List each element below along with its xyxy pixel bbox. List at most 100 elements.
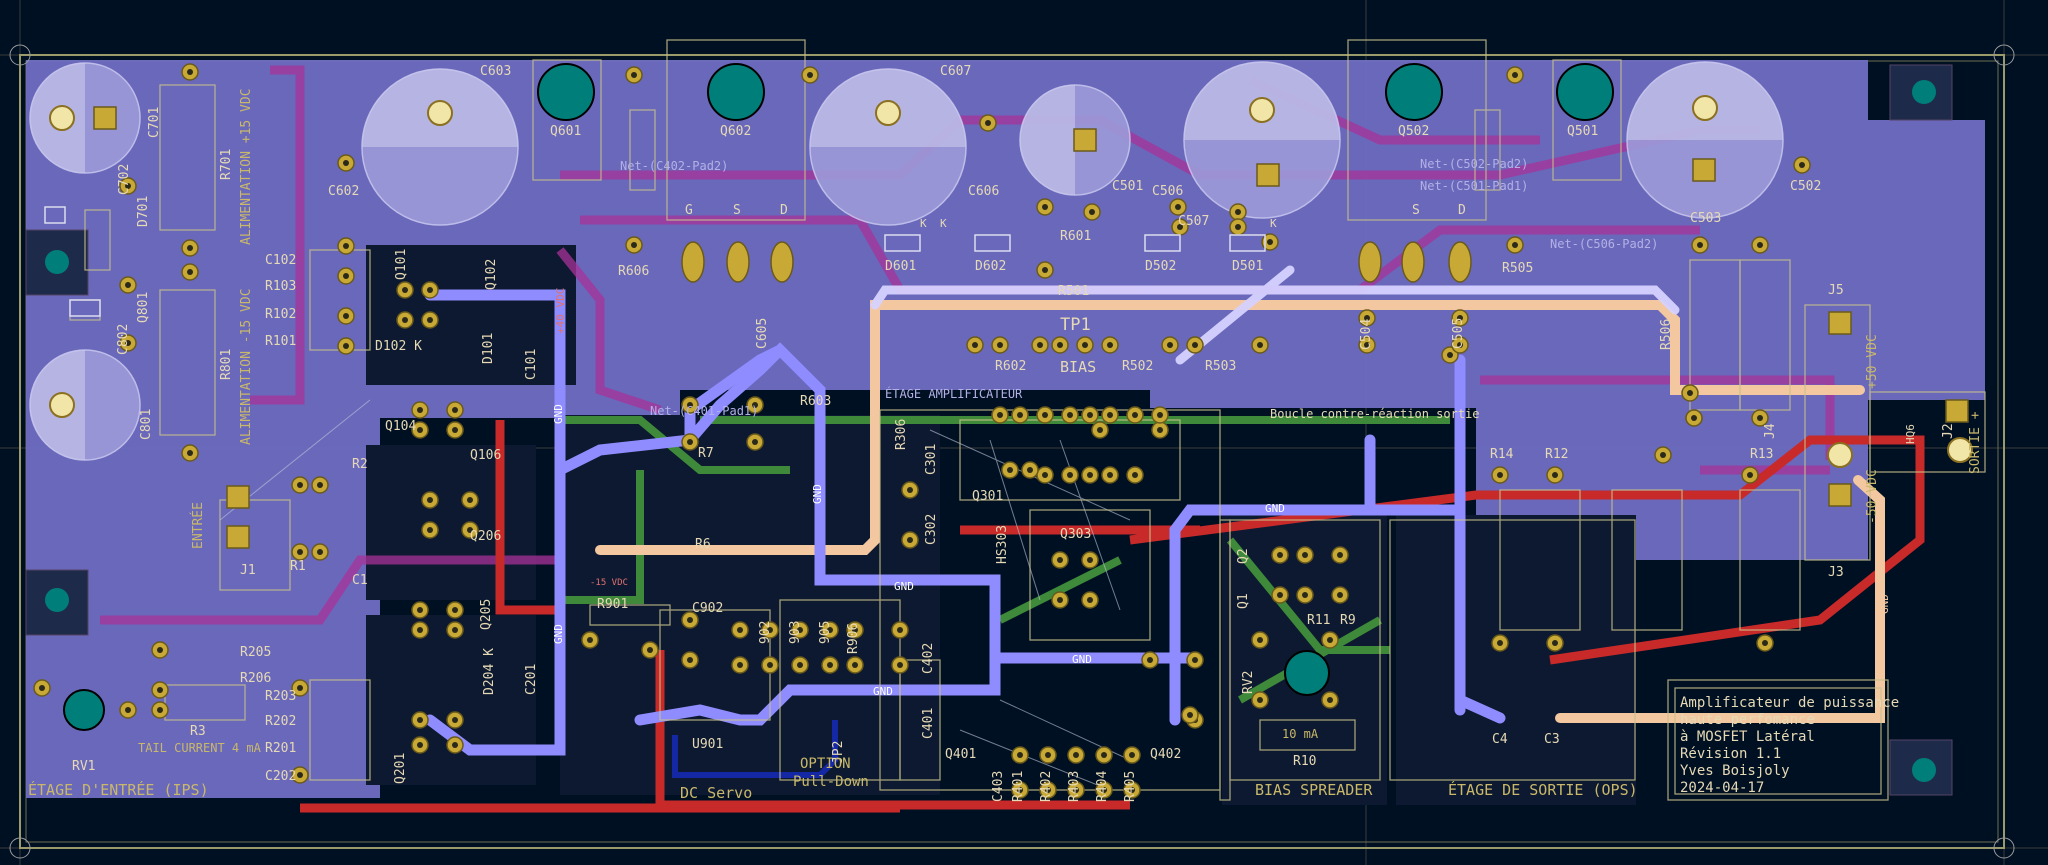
front-copper-traces xyxy=(300,420,1925,813)
lbl-c202: C202 xyxy=(265,769,296,784)
lbl-r11: R11 xyxy=(1307,613,1330,628)
gnd-label-9: GND xyxy=(722,545,742,558)
pad-large[interactable] xyxy=(1249,97,1275,123)
pad-hole xyxy=(1512,242,1518,248)
title-line-2: haute perfomance xyxy=(1680,712,1815,728)
lbl-q402: Q402 xyxy=(1150,747,1181,762)
pad-hole xyxy=(1192,657,1198,663)
pad-hole xyxy=(187,269,193,275)
pad-square[interactable] xyxy=(93,106,117,130)
lbl-d602: D602 xyxy=(975,259,1006,274)
pad-oval[interactable] xyxy=(1448,241,1472,283)
lbl-r10: R10 xyxy=(1293,754,1316,769)
lbl-r102: R102 xyxy=(265,307,296,322)
lbl-q301: Q301 xyxy=(972,489,1003,504)
lbl-r405: R405 xyxy=(1123,771,1138,802)
pad-hole xyxy=(417,717,423,723)
pad-hole xyxy=(1017,412,1023,418)
pad-hole xyxy=(1257,697,1263,703)
pad-square[interactable] xyxy=(1692,158,1716,182)
mounting-holes xyxy=(25,64,1953,796)
pad-large[interactable] xyxy=(875,100,901,126)
pad-hole xyxy=(767,662,773,668)
lbl-k3: K xyxy=(1270,217,1277,230)
pad-hole xyxy=(1327,637,1333,643)
pad-oval[interactable] xyxy=(1358,241,1382,283)
gnd-label-3: GND xyxy=(811,484,824,504)
lbl-d601: D601 xyxy=(885,259,916,274)
pad-square[interactable] xyxy=(1945,399,1969,423)
pad-square[interactable] xyxy=(226,525,250,549)
sec-v15: -15 VDC xyxy=(590,578,628,588)
gnd-label-8: GND xyxy=(1878,594,1891,614)
pad-hole xyxy=(1037,342,1043,348)
lbl-r14: R14 xyxy=(1490,447,1514,462)
pad-hole xyxy=(1027,467,1033,473)
lbl-r6: R6 xyxy=(695,537,711,552)
pad-hole xyxy=(1089,209,1095,215)
pad-hole xyxy=(427,317,433,323)
pad-large[interactable] xyxy=(1827,442,1853,468)
pad-hole xyxy=(427,287,433,293)
pad-hole xyxy=(452,607,458,613)
lbl-r201: R201 xyxy=(265,741,296,756)
net-hq6: HQ6 xyxy=(1904,424,1917,444)
pad-hole xyxy=(631,242,637,248)
net-labels: Net-(C402-Pad2) Net-(C502-Pad2) Net-(C50… xyxy=(620,157,1917,444)
lbl-r506: R506 xyxy=(1659,319,1674,350)
lbl-r404: R404 xyxy=(1095,771,1110,802)
pad-hole xyxy=(1687,390,1693,396)
pad-hole xyxy=(467,527,473,533)
pad-oval[interactable] xyxy=(1401,241,1425,283)
pad-square[interactable] xyxy=(1256,163,1280,187)
lbl-jp2: JP2 xyxy=(831,741,846,764)
pad-hole xyxy=(1327,697,1333,703)
pad-large[interactable] xyxy=(49,105,75,131)
net-c501: Net-(C501-Pad1) xyxy=(1420,179,1528,193)
pad-hole xyxy=(1057,557,1063,563)
pad-large[interactable] xyxy=(49,392,75,418)
gnd-label-7: GND xyxy=(1265,502,1285,515)
pad-hole xyxy=(297,549,303,555)
sec-dc-servo: DC Servo xyxy=(680,784,752,802)
pad-hole xyxy=(631,72,637,78)
pad-large[interactable] xyxy=(1947,437,1973,463)
lbl-c701: C701 xyxy=(147,107,162,138)
lbl-902: 902 xyxy=(758,621,773,644)
pad-oval[interactable] xyxy=(681,241,705,283)
lbl-c1: C1 xyxy=(352,573,368,588)
title-line-1: Amplificateur de puissance xyxy=(1680,695,1899,711)
pad-hole xyxy=(1747,472,1753,478)
pad-hole xyxy=(297,685,303,691)
pad-hole xyxy=(157,687,163,693)
lbl-q106: Q106 xyxy=(470,448,501,463)
transistor-heatsinks[interactable] xyxy=(63,63,1614,731)
pad-large[interactable] xyxy=(1692,95,1718,121)
pad-square[interactable] xyxy=(1073,128,1097,152)
component-pads[interactable] xyxy=(33,63,1973,799)
pad-hole xyxy=(1042,204,1048,210)
lbl-c3: C3 xyxy=(1544,732,1560,747)
pad-hole xyxy=(1147,657,1153,663)
net-c402: Net-(C402-Pad2) xyxy=(620,159,728,173)
pad-hole xyxy=(1175,204,1181,210)
pad-hole xyxy=(343,160,349,166)
lbl-j5: J5 xyxy=(1828,283,1844,298)
pad-large[interactable] xyxy=(427,100,453,126)
pad-hole xyxy=(1691,415,1697,421)
pad-hole xyxy=(752,402,758,408)
labels: C603 C607 Q601 Q602 Q502 Q501 C602 C606 … xyxy=(72,64,1956,802)
q601-body xyxy=(537,63,595,121)
lbl-905: 905 xyxy=(818,621,833,644)
pad-square[interactable] xyxy=(1828,311,1852,335)
pad-square[interactable] xyxy=(226,485,250,509)
pad-oval[interactable] xyxy=(770,241,794,283)
pad-square[interactable] xyxy=(1828,483,1852,507)
pad-oval[interactable] xyxy=(726,241,750,283)
rv1-body xyxy=(63,689,105,731)
lbl-d102k: D102 K xyxy=(375,339,422,354)
lbl-c507: C507 xyxy=(1178,214,1209,229)
board-outline xyxy=(19,54,2005,849)
pad-hole xyxy=(467,497,473,503)
